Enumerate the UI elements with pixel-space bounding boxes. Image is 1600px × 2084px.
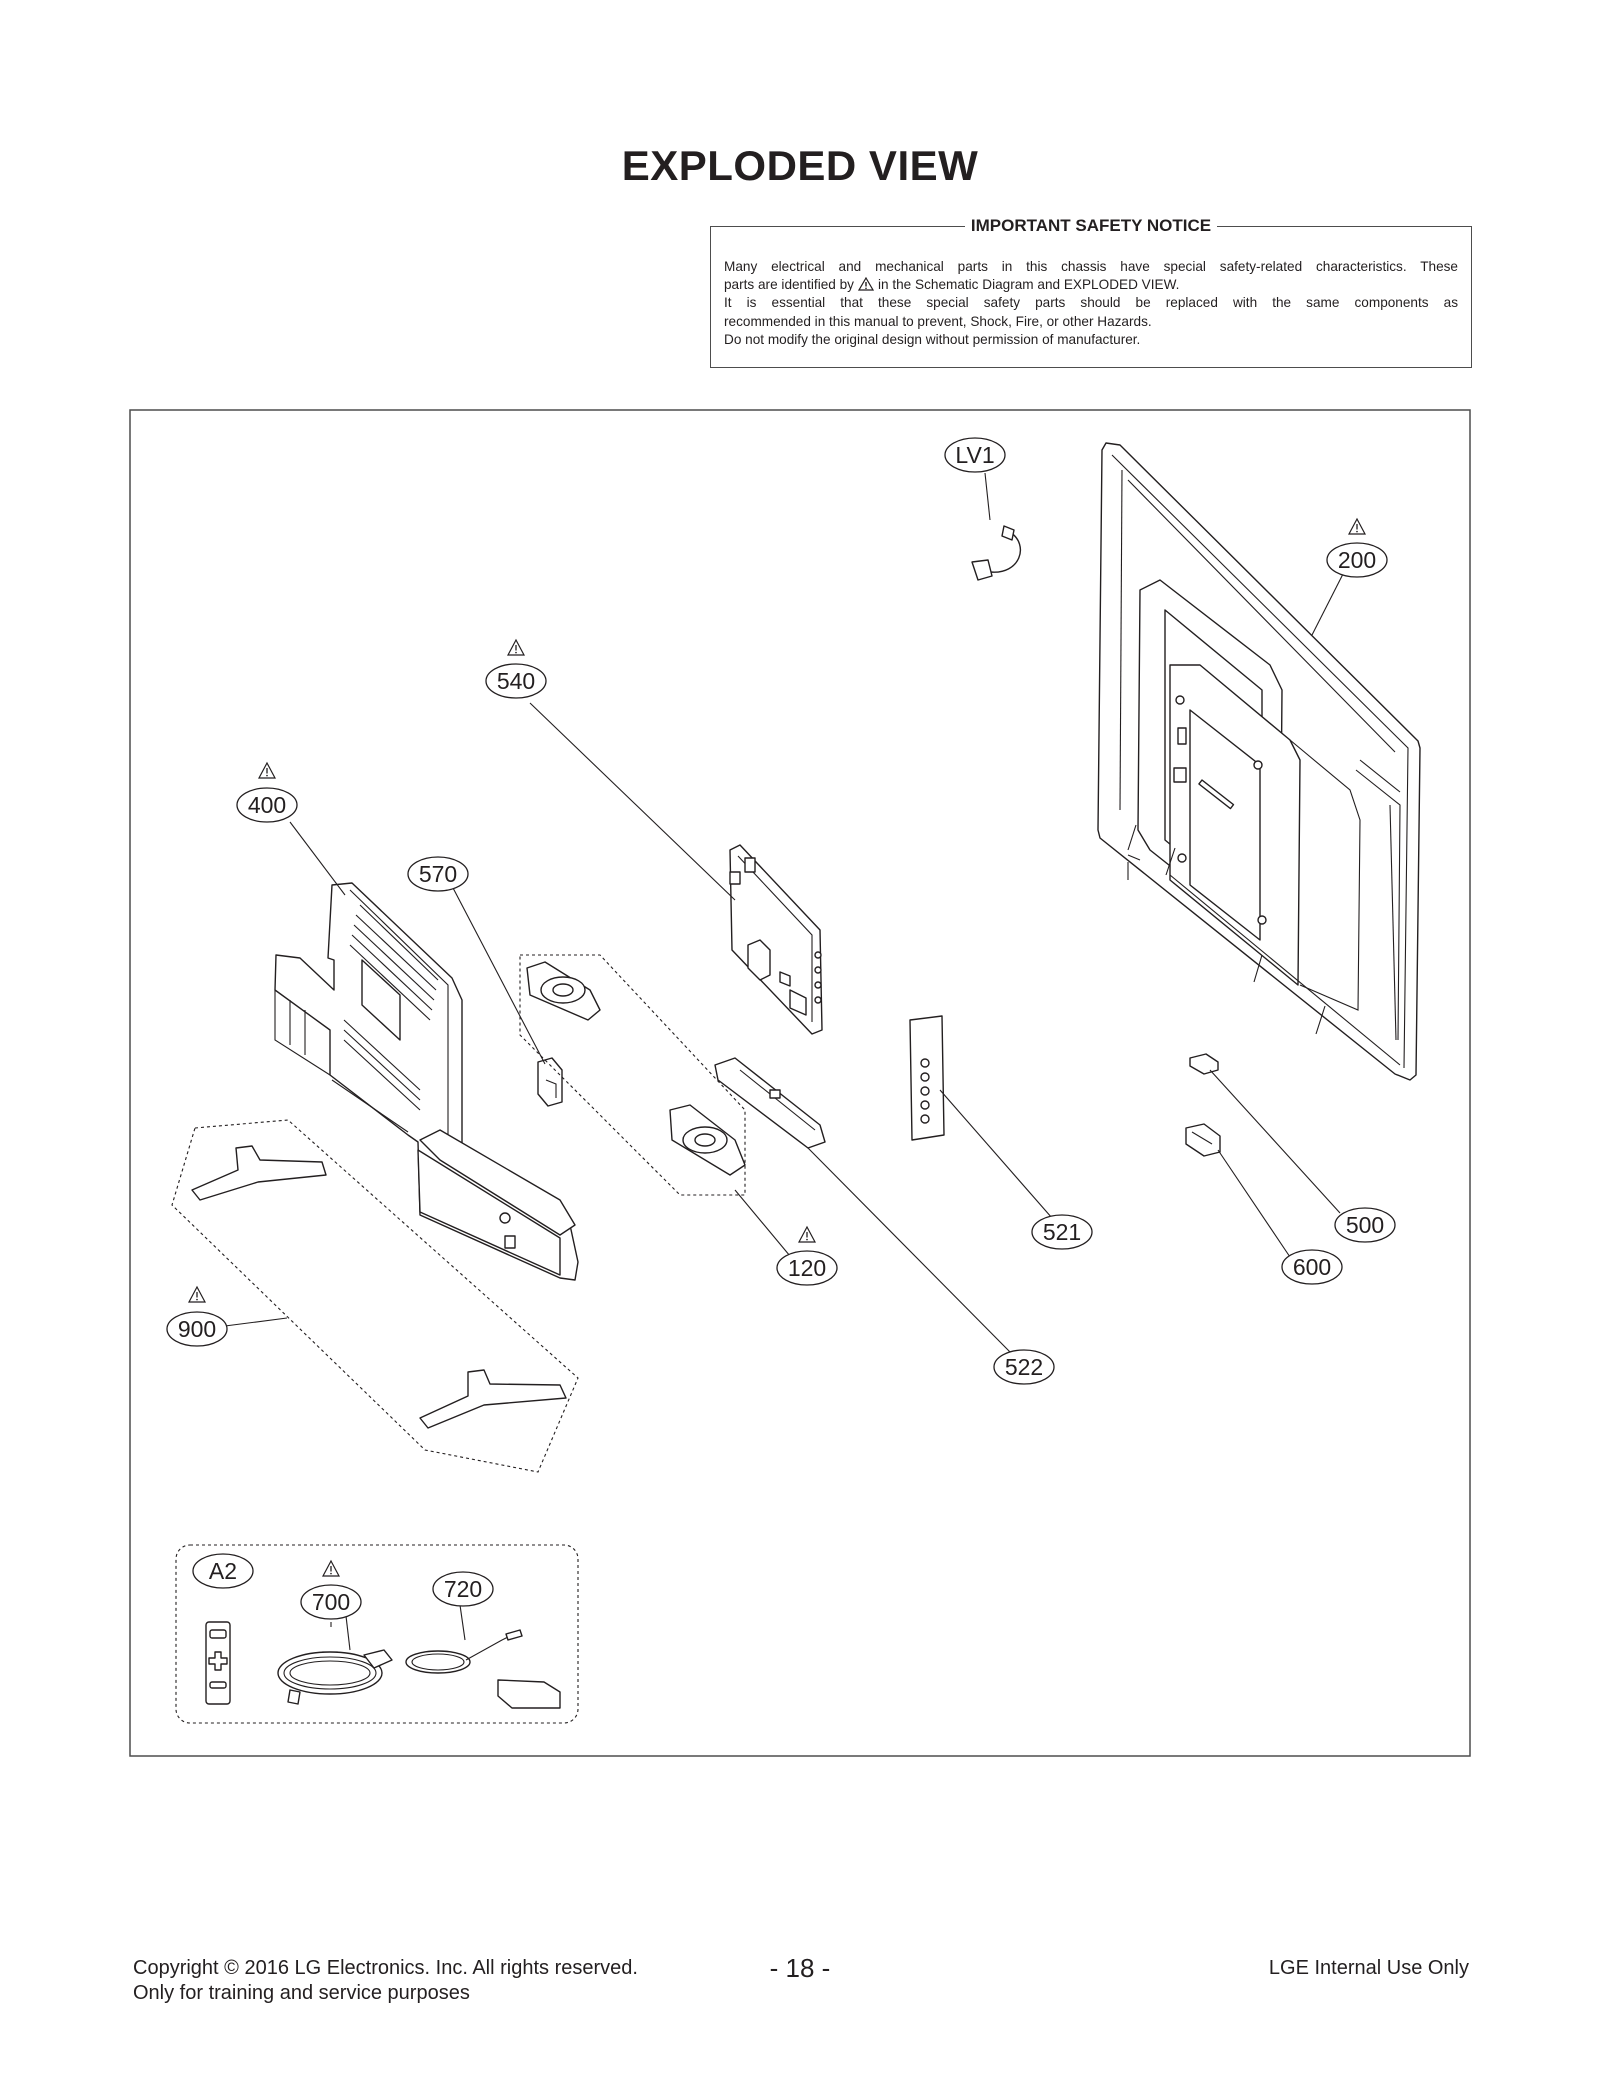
callout-570: 570 [407, 856, 469, 892]
page-number: - 18 - [769, 1953, 831, 1983]
callout-a2: A2 [192, 1553, 254, 1589]
small-part-600 [1185, 1123, 1221, 1157]
callout-600: 600 [1281, 1249, 1343, 1285]
lv1-cable-part [971, 525, 1021, 581]
rear-cover-part [274, 882, 579, 1281]
accessory-box [175, 1544, 579, 1724]
svg-text:521: 521 [1043, 1219, 1081, 1245]
warning-triangle-icon [857, 277, 874, 291]
safety-notice-heading: IMPORTANT SAFETY NOTICE [964, 216, 1218, 235]
diagram-frame [129, 409, 1471, 1757]
notice-line-3: It is essential that these special safet… [724, 295, 1458, 311]
svg-text:570: 570 [419, 861, 457, 887]
svg-text:720: 720 [444, 1576, 482, 1602]
callout-540: 540 [485, 639, 547, 699]
bracket-570-part [537, 1057, 563, 1107]
page-title: EXPLODED VIEW [621, 142, 979, 189]
bracket-522-part [714, 1057, 826, 1149]
svg-text:120: 120 [788, 1255, 826, 1281]
footer-copyright: Copyright © 2016 LG Electronics. Inc. Al… [133, 1957, 638, 1979]
callout-900: 900 [166, 1286, 228, 1347]
svg-text:600: 600 [1293, 1254, 1331, 1280]
footer-internal: LGE Internal Use Only [1268, 1957, 1469, 1979]
callout-720: 720 [432, 1571, 494, 1607]
remote-control-part [205, 1621, 231, 1705]
safety-notice-box: IMPORTANT SAFETY NOTICE Many electrical … [710, 216, 1472, 368]
callout-lv1: LV1 [944, 437, 1006, 473]
svg-text:900: 900 [178, 1316, 216, 1342]
notice-line-1: Many electrical and mechanical parts in … [724, 259, 1458, 274]
notice-line-4: recommended in this manual to prevent, S… [724, 313, 1152, 329]
back-cover-part [1097, 442, 1421, 1081]
warning-triangle-icon [322, 1560, 340, 1577]
key-panel-part [909, 1015, 945, 1141]
warning-triangle-icon [798, 1226, 816, 1243]
warning-triangle-icon [188, 1286, 206, 1303]
footer-purpose: Only for training and service purposes [133, 1982, 470, 2004]
callout-120: 120 [776, 1226, 838, 1286]
svg-text:700: 700 [312, 1589, 350, 1615]
warning-triangle-icon [507, 639, 525, 656]
stand-group-part [171, 1119, 579, 1473]
safety-notice-body: Many electrical and mechanical parts in … [724, 258, 1458, 349]
small-part-500 [1189, 1053, 1219, 1075]
warning-triangle-icon [1348, 518, 1366, 535]
svg-text:A2: A2 [209, 1558, 237, 1584]
svg-text:LV1: LV1 [955, 442, 994, 468]
svg-text:540: 540 [497, 668, 535, 694]
warning-triangle-icon [258, 762, 276, 779]
power-cord-part [277, 1649, 393, 1705]
svg-text:200: 200 [1338, 547, 1376, 573]
callout-522: 522 [993, 1349, 1055, 1385]
main-board-part [729, 844, 823, 1035]
callout-200: 200 [1326, 518, 1388, 578]
callout-521: 521 [1031, 1214, 1093, 1250]
svg-text:500: 500 [1346, 1212, 1384, 1238]
notice-line-5: Do not modify the original design withou… [724, 331, 1141, 347]
callout-400: 400 [236, 762, 298, 823]
footer-left: Copyright © 2016 LG Electronics. Inc. Al… [133, 1956, 638, 2006]
ac-adapter-part [405, 1629, 561, 1709]
svg-text:400: 400 [248, 792, 286, 818]
speaker-group-part [519, 954, 746, 1196]
callout-500: 500 [1334, 1207, 1396, 1243]
svg-text:522: 522 [1005, 1354, 1043, 1380]
callout-700: 700 [300, 1560, 362, 1620]
